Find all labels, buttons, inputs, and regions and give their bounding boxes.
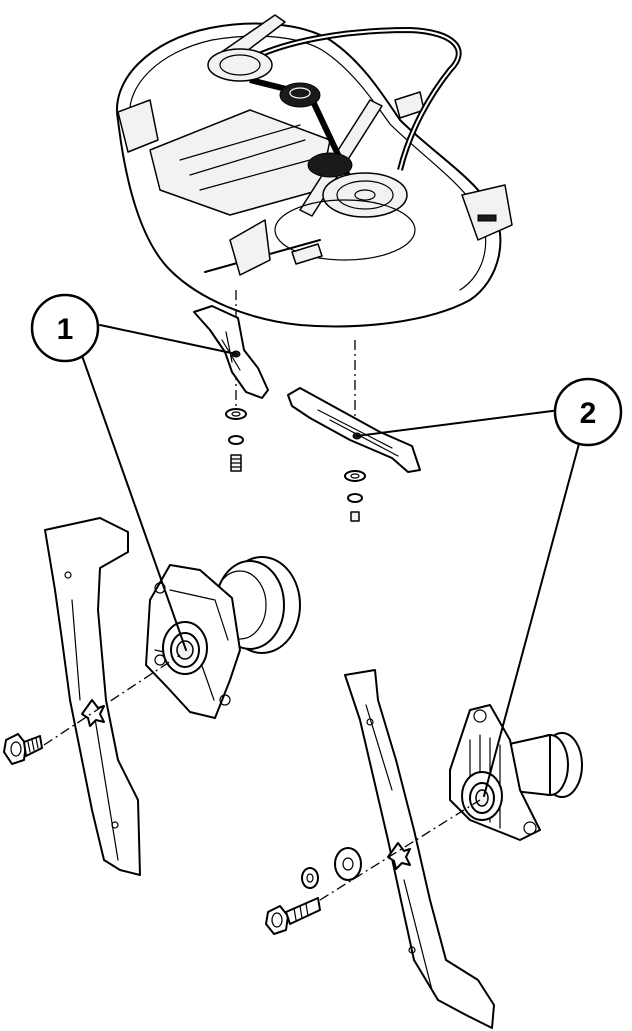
small-hardware-left [225, 408, 247, 472]
large-blade-left [44, 517, 141, 876]
spindle-housing-left [145, 556, 301, 719]
callout-1-leader-a [99, 324, 237, 355]
callout-1-leader-b [79, 349, 187, 651]
small-blade-right [287, 387, 421, 473]
bolt-axis-left [43, 654, 181, 746]
bolt-left [3, 733, 43, 765]
hardware-right [265, 847, 362, 935]
callout-2-label: 2 [580, 397, 597, 430]
callout-1: 1 [30, 293, 100, 363]
callout-1-label: 1 [57, 313, 74, 346]
callout-2: 2 [553, 377, 623, 447]
callout-2-leader-a [356, 409, 561, 437]
spindle-housing-right [449, 704, 583, 841]
small-hardware-right [344, 470, 366, 522]
bolt-axis-right [319, 799, 481, 901]
callout-2-leader-b [483, 439, 581, 797]
large-blade-right [344, 669, 495, 1029]
mower-deck-assembly [115, 14, 513, 328]
